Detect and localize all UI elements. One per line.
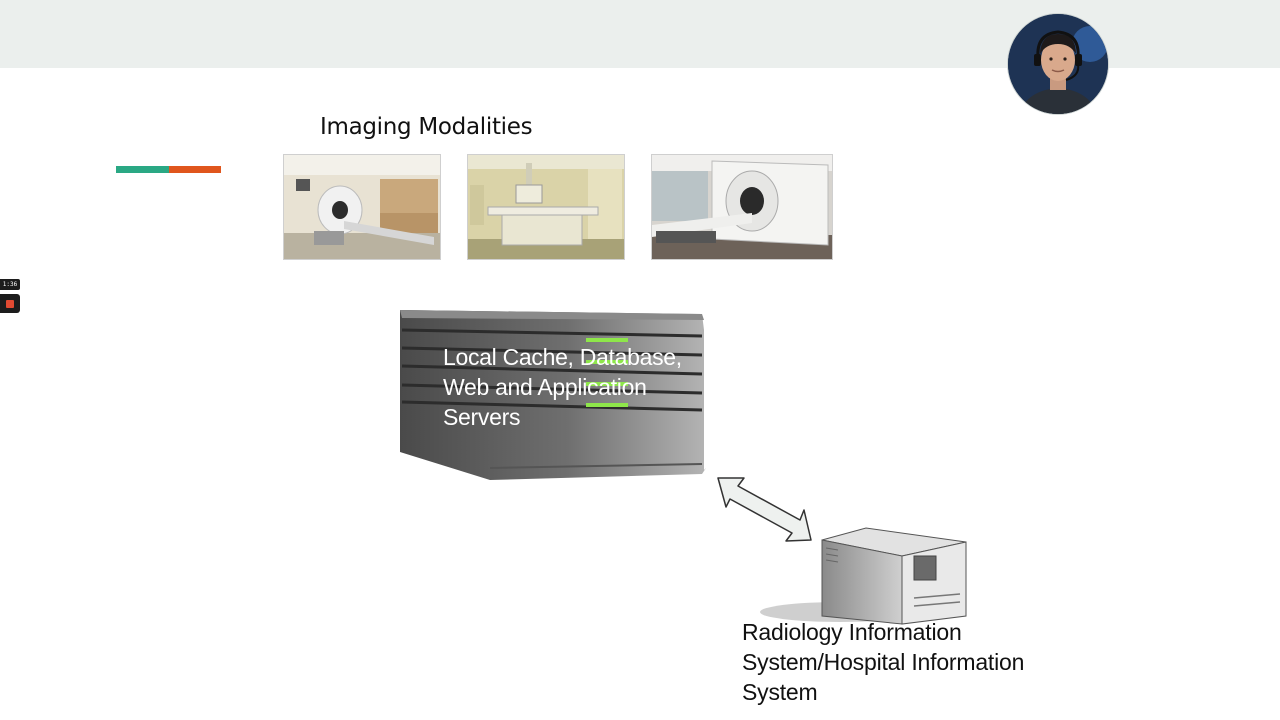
stop-recording-button[interactable]: [0, 294, 20, 313]
ris-his-computer: [760, 527, 967, 625]
slide-title: Imaging Modalities: [320, 114, 533, 140]
mri-scanner-photo: [651, 154, 833, 260]
presenter-avatar-icon: [1008, 14, 1108, 114]
recording-timer: 1:36: [0, 279, 20, 290]
bidirectional-arrow: [717, 477, 812, 542]
accent-bar-green: [116, 166, 169, 173]
server-label: Local Cache, Database, Web and Applicati…: [443, 344, 682, 430]
stop-icon: [6, 300, 14, 308]
ct-scanner-photo: [283, 154, 441, 260]
presenter-webcam: [1007, 13, 1109, 115]
x-ray-room-photo: [467, 154, 625, 260]
ris-his-label: Radiology Information System/Hospital In…: [742, 619, 1025, 705]
accent-bar-orange: [169, 166, 221, 173]
